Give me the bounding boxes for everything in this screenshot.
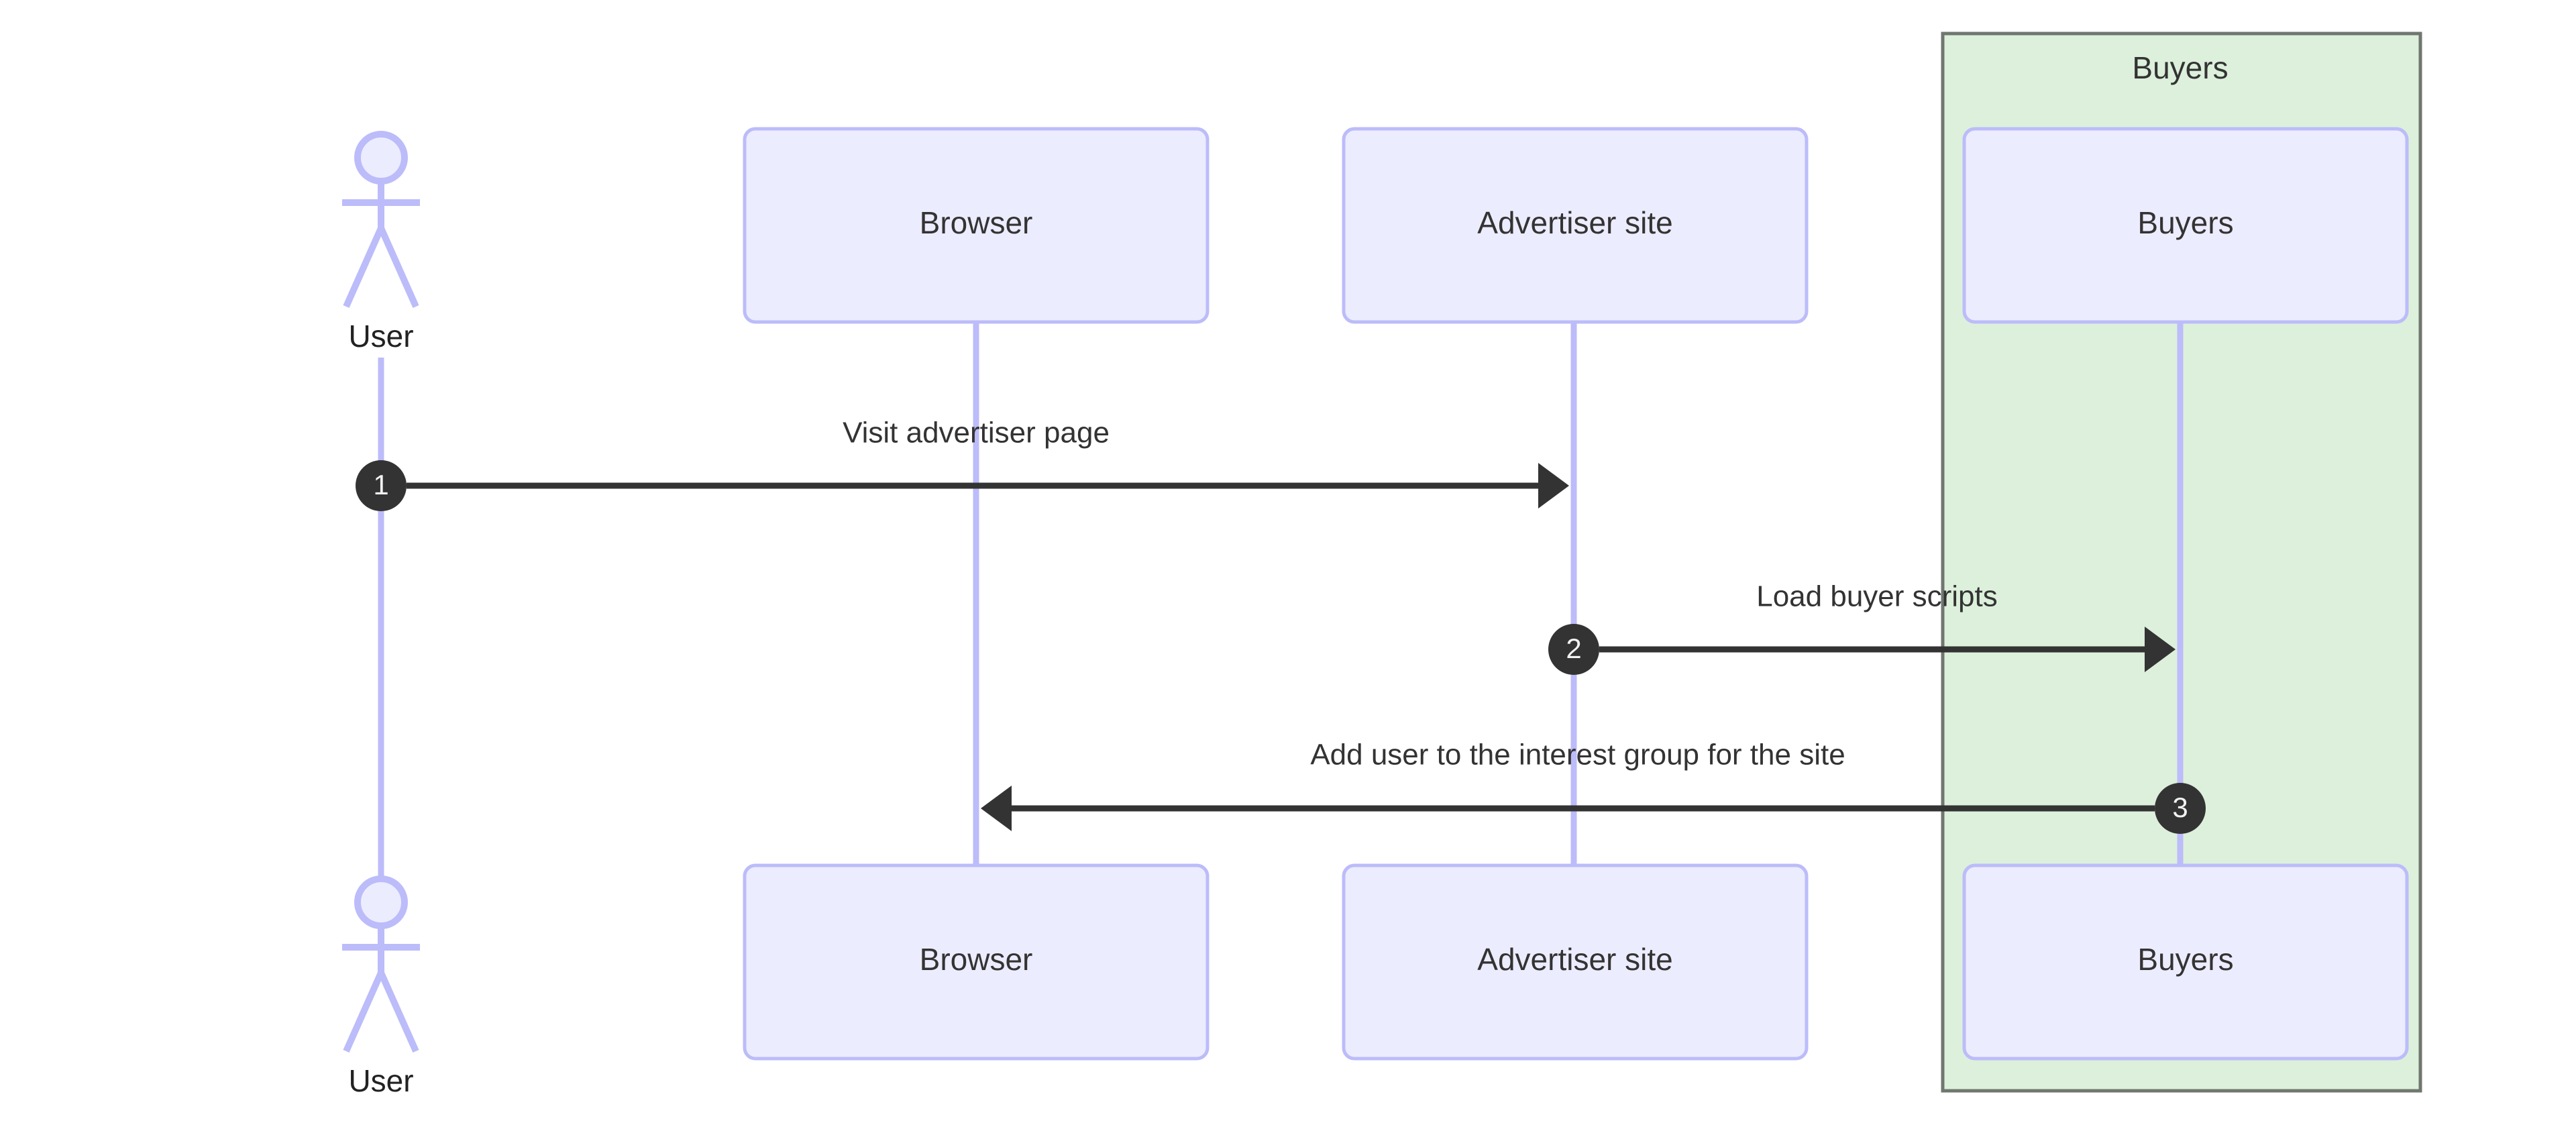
- actor-head-icon: [354, 875, 408, 929]
- actor-body-icon: [342, 181, 420, 309]
- participant-advertiser-top[interactable]: Advertiser site: [1342, 127, 1809, 324]
- sequence-number-badge: [2155, 783, 2206, 834]
- participant-advertiser-bottom[interactable]: Advertiser site: [1342, 863, 1809, 1061]
- message-label: Add user to the interest group for the s…: [1310, 739, 1845, 771]
- actor-label-user-bottom: User: [348, 1063, 413, 1098]
- lifelines: [378, 322, 2184, 926]
- actor-body-icon: [342, 926, 420, 1053]
- actor-user-top[interactable]: User: [342, 131, 420, 354]
- participant-label-browser: Browser: [920, 942, 1033, 977]
- sequence-number-text: 1: [373, 469, 388, 500]
- participant-box: [1962, 127, 2409, 324]
- participant-label-browser: Browser: [920, 205, 1033, 240]
- sequence-number-text: 3: [2172, 792, 2188, 823]
- sequence-number-text: 2: [1566, 633, 1581, 664]
- participant-buyers-top[interactable]: Buyers: [1962, 127, 2409, 324]
- actor-head-icon: [354, 131, 408, 184]
- arrowhead-icon: [2145, 627, 2176, 672]
- participant-box: [1962, 863, 2409, 1061]
- participant-label-buyers: Buyers: [2137, 942, 2233, 977]
- participant-box: [1342, 127, 1809, 324]
- participant-label-buyers: Buyers: [2137, 205, 2233, 240]
- group-label: Buyers: [2132, 50, 2228, 85]
- sequence-number-badge: [1548, 624, 1599, 675]
- participant-label-advertiser-site: Advertiser site: [1477, 205, 1672, 240]
- arrowhead-icon: [1538, 463, 1569, 509]
- actor-label-user-top: User: [348, 319, 413, 354]
- message-2[interactable]: Load buyer scripts 2: [1548, 580, 2176, 675]
- participant-box: [1342, 863, 1809, 1061]
- message-1[interactable]: Visit advertiser page 1: [356, 417, 1569, 511]
- participant-box: [743, 863, 1210, 1061]
- sequence-number-badge: [356, 460, 407, 511]
- participant-label-advertiser-site: Advertiser site: [1477, 942, 1672, 977]
- participant-box: [743, 127, 1210, 324]
- message-label: Load buyer scripts: [1756, 580, 1998, 613]
- participant-browser-bottom[interactable]: Browser: [743, 863, 1210, 1061]
- participant-browser-top[interactable]: Browser: [743, 127, 1210, 324]
- participant-buyers-bottom[interactable]: Buyers: [1962, 863, 2409, 1061]
- actor-user-bottom[interactable]: User: [342, 875, 420, 1098]
- message-label: Visit advertiser page: [843, 417, 1110, 449]
- arrowhead-icon: [981, 786, 1012, 831]
- message-3[interactable]: Add user to the interest group for the s…: [981, 739, 2206, 834]
